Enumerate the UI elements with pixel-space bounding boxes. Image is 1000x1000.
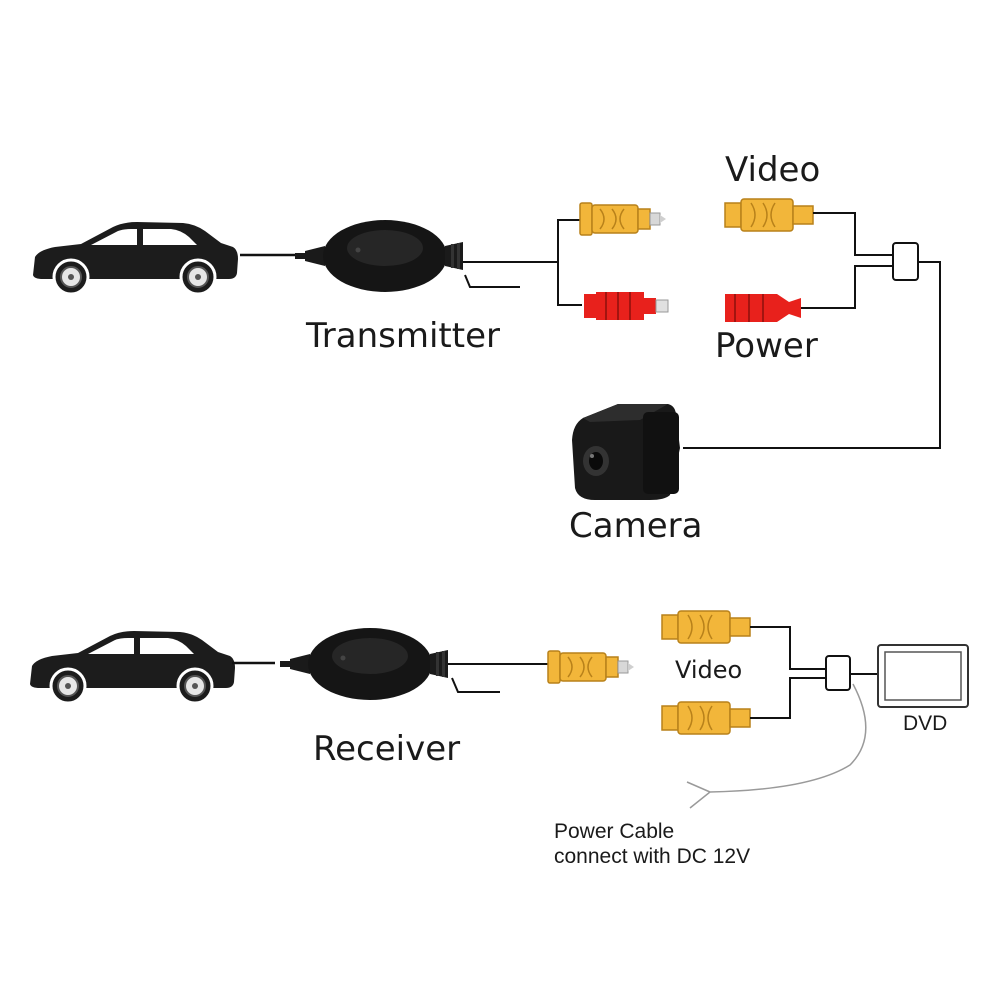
power-cable-sublabel: connect with DC 12V <box>554 845 751 868</box>
power-cable-wire <box>686 683 867 809</box>
rca-connector-icon <box>724 198 814 232</box>
receiver-label: Receiver <box>313 729 461 769</box>
rca-connector-icon <box>547 650 635 684</box>
camera-icon <box>572 404 680 500</box>
video-label-bottom: Video <box>675 656 743 684</box>
camera-cable <box>683 261 941 449</box>
power-cable-label: Power Cable <box>554 820 675 843</box>
dvd-video-wire-a <box>750 626 826 670</box>
rca-connector-icon <box>661 701 751 735</box>
transmitter-fork-wire <box>557 219 582 306</box>
car-icon <box>31 220 240 296</box>
transmitter-label: Transmitter <box>306 316 500 356</box>
power-socket-icon <box>724 293 802 323</box>
transmitter-icon <box>295 220 463 292</box>
video-label-top: Video <box>725 150 821 190</box>
dvd-video-wire-b <box>750 677 826 719</box>
rca-connector-icon <box>661 610 751 644</box>
transmitter-antenna-wire <box>464 274 520 288</box>
dvd-monitor-icon <box>877 644 969 708</box>
camera-junction-box <box>892 242 919 281</box>
dvd-junction-box <box>825 655 851 691</box>
rca-connector-icon <box>579 202 667 236</box>
camera-video-wire <box>813 212 893 256</box>
power-label: Power <box>715 326 818 366</box>
dvd-label: DVD <box>903 712 948 735</box>
camera-label: Camera <box>569 506 703 546</box>
receiver-antenna-wire <box>451 677 500 693</box>
receiver-icon <box>280 628 448 700</box>
power-plug-icon <box>583 291 669 321</box>
car-icon <box>28 629 237 705</box>
camera-power-wire <box>801 265 893 309</box>
